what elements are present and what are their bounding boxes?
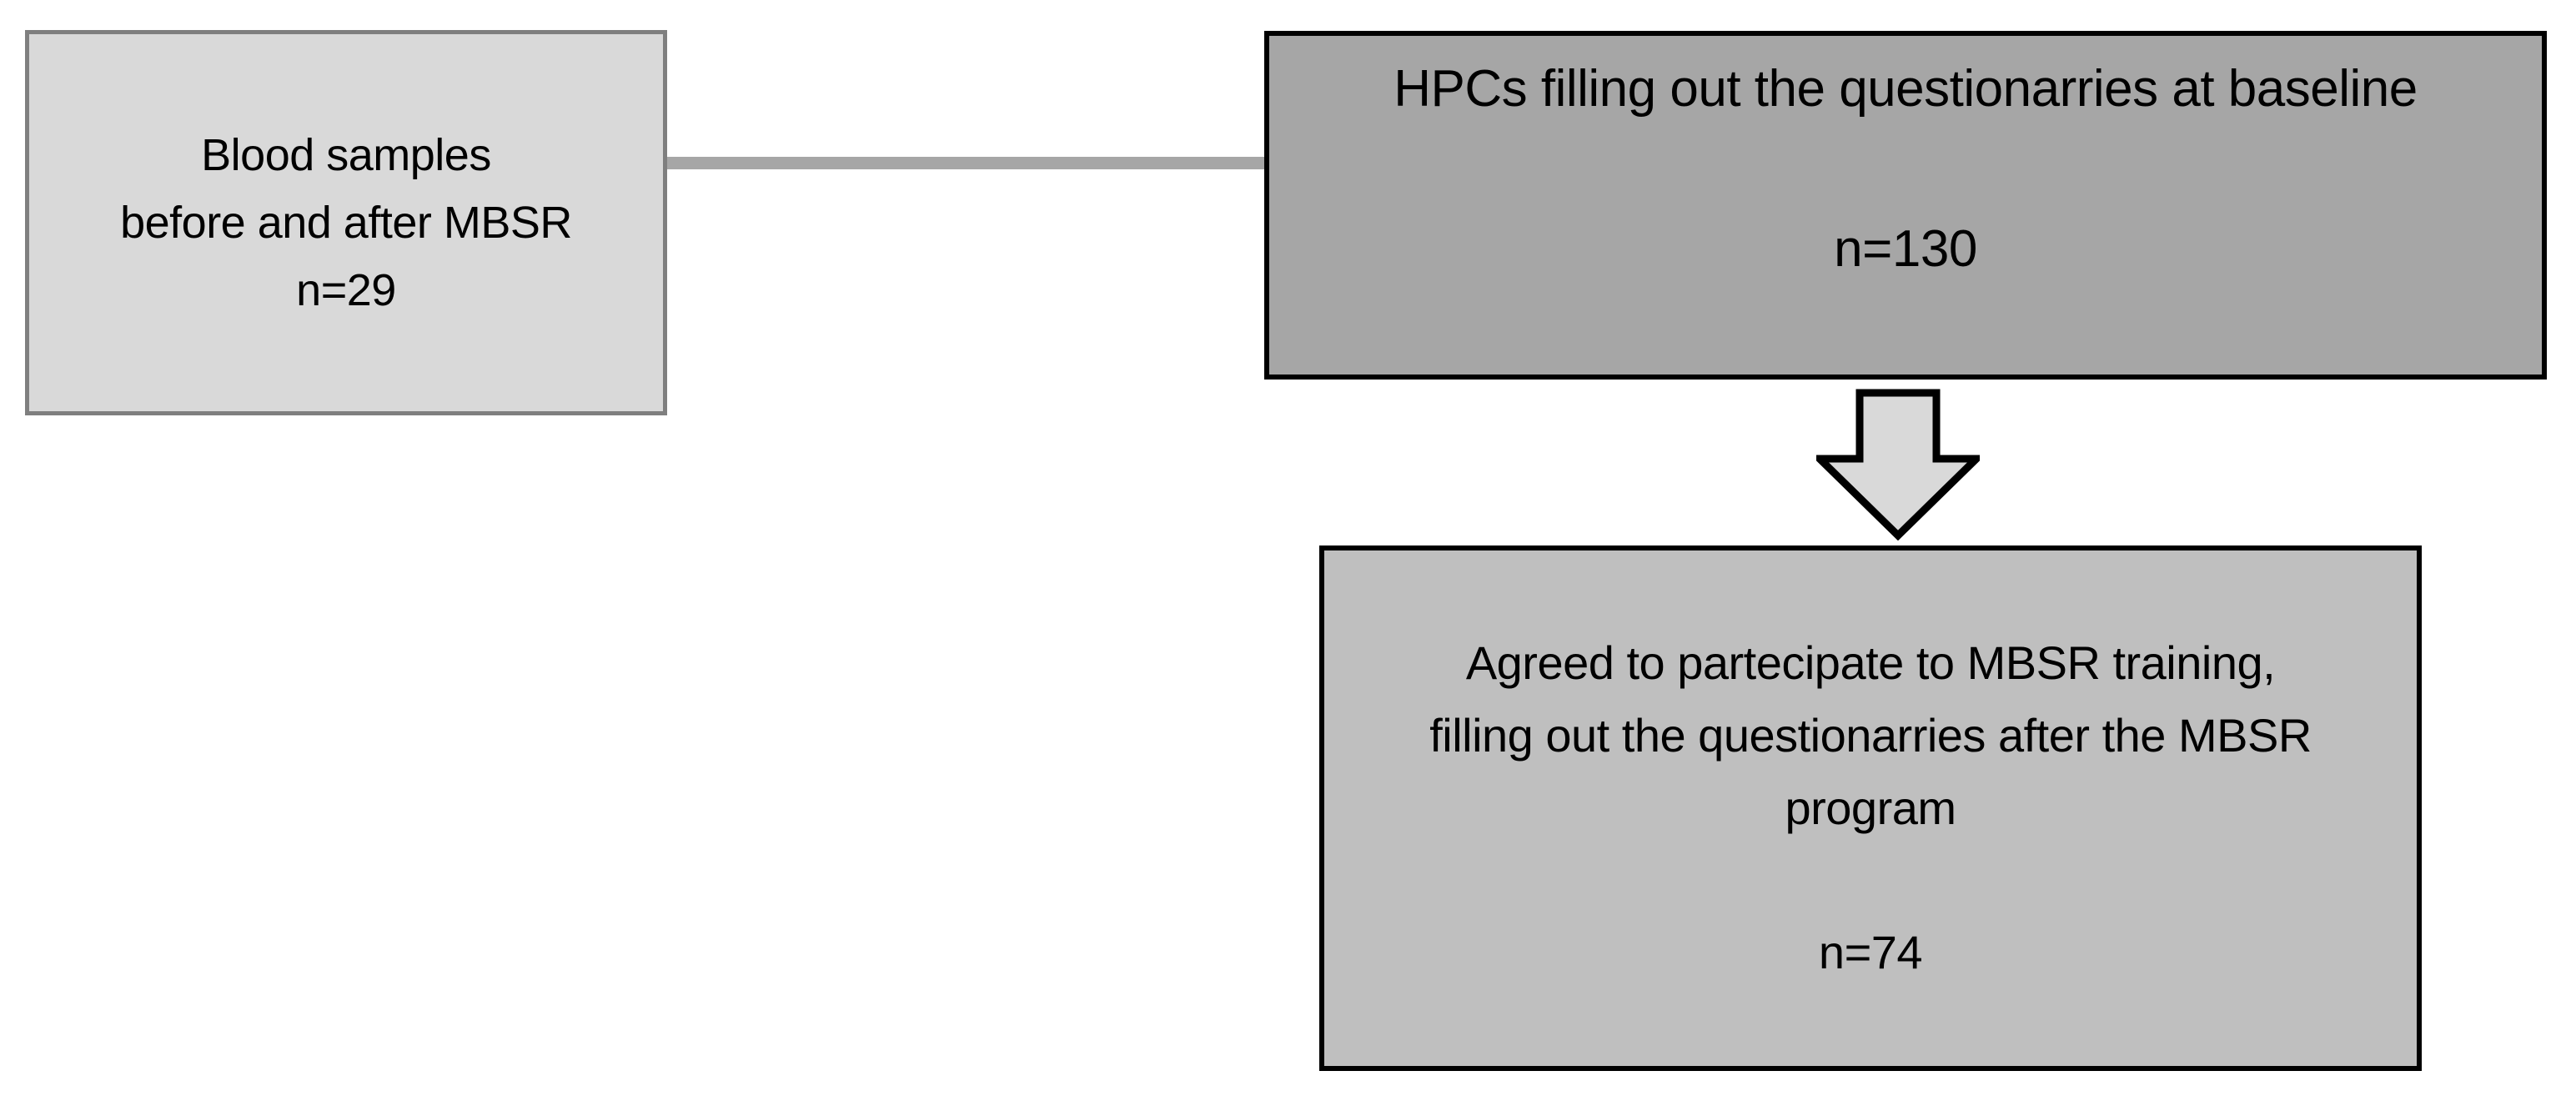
agreed-count: n=74 — [1818, 926, 1923, 979]
agreed-line-3: program — [1785, 781, 1956, 834]
flow-box-blood-samples: Blood samples before and after MBSR n=29 — [25, 30, 667, 415]
baseline-title: HPCs filling out the questionarries at b… — [1393, 60, 2418, 118]
flow-box-agreed: Agreed to partecipate to MBSR training, … — [1319, 545, 2422, 1071]
agreed-line-1: Agreed to partecipate to MBSR training, — [1465, 636, 2276, 689]
flow-box-baseline: HPCs filling out the questionarries at b… — [1264, 31, 2547, 380]
down-arrow-icon — [1816, 389, 1980, 540]
connector-line — [667, 157, 1264, 169]
down-arrow-shape — [1816, 389, 1980, 540]
blood-samples-line-1: Blood samples — [201, 129, 491, 180]
baseline-count: n=130 — [1834, 220, 1977, 279]
blood-samples-count: n=29 — [296, 264, 396, 315]
blood-samples-line-2: before and after MBSR — [120, 197, 572, 248]
agreed-line-2: filling out the questionarries after the… — [1429, 708, 2312, 762]
